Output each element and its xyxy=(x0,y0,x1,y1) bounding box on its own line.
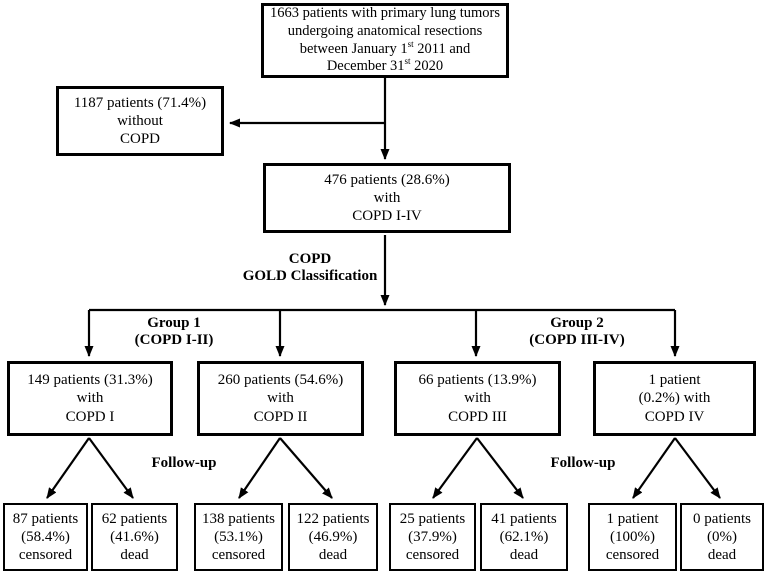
node-copd-i-censored-text: 87 patients (58.4%) censored xyxy=(12,510,79,564)
node-without-copd: 1187 patients (71.4%) without COPD xyxy=(56,86,224,156)
arrow-copd3-censored xyxy=(432,437,478,499)
arrow-copd1-dead xyxy=(88,437,134,499)
superscript-st: st xyxy=(407,38,414,49)
node-copd-iii-dead-text: 41 patients (62.1%) dead xyxy=(491,510,557,564)
node-copd-i: 149 patients (31.3%) with COPD I xyxy=(7,361,173,436)
node-copd-iv-censored: 1 patient (100%) censored xyxy=(588,503,677,571)
node-copd-i-iv-text: 476 patients (28.6%) with COPD I-IV xyxy=(324,171,450,225)
superscript-st: st xyxy=(404,56,411,67)
node-copd-iv-text: 1 patient (0.2%) with COPD IV xyxy=(638,372,711,425)
arrow-copd4-dead xyxy=(674,437,721,499)
arrow-copd2-dead xyxy=(279,437,333,499)
node-copd-ii-dead-text: 122 patients (46.9%) dead xyxy=(296,510,370,564)
total-line1: 1663 patients with primary lung tumors xyxy=(270,4,500,21)
node-copd-iv-dead-text: 0 patients (0%) dead xyxy=(693,510,751,564)
node-copd-i-text: 149 patients (31.3%) with COPD I xyxy=(27,372,153,425)
node-copd-ii-censored-text: 138 patients (53.1%) censored xyxy=(202,510,275,564)
node-copd-iii-dead: 41 patients (62.1%) dead xyxy=(480,503,568,571)
node-copd-iii-text: 66 patients (13.9%) with COPD III xyxy=(418,372,537,425)
node-total-text: 1663 patients with primary lung tumors u… xyxy=(270,4,500,75)
arrow-copd2-censored xyxy=(238,437,281,499)
label-gold-classification: COPD GOLD Classification xyxy=(242,251,378,285)
total-line4: December 31 xyxy=(326,58,405,75)
node-copd-iv-censored-text: 1 patient (100%) censored xyxy=(605,510,660,564)
node-copd-i-censored: 87 patients (58.4%) censored xyxy=(3,503,88,571)
label-group2: Group 2 (COPD III-IV) xyxy=(529,315,625,349)
node-copd-ii: 260 patients (54.6%) with COPD II xyxy=(197,361,364,436)
node-copd-iii: 66 patients (13.9%) with COPD III xyxy=(394,361,561,436)
total-line2: undergoing anatomical resections xyxy=(287,22,483,39)
total-line3: between January 1 xyxy=(299,40,408,57)
node-copd-iii-censored: 25 patients (37.9%) censored xyxy=(389,503,476,571)
node-copd-iv-dead: 0 patients (0%) dead xyxy=(680,503,764,571)
node-copd-iii-censored-text: 25 patients (37.9%) censored xyxy=(399,510,466,564)
arrow-copd1-censored xyxy=(46,437,90,499)
label-group1: Group 1 (COPD I-II) xyxy=(134,315,214,349)
node-copd-ii-dead: 122 patients (46.9%) dead xyxy=(288,503,378,571)
node-copd-i-dead-text: 62 patients (41.6%) dead xyxy=(101,510,168,564)
node-copd-ii-censored: 138 patients (53.1%) censored xyxy=(194,503,283,571)
node-copd-i-dead: 62 patients (41.6%) dead xyxy=(91,503,178,571)
label-followup-right: Follow-up xyxy=(550,455,616,471)
node-total-patients: 1663 patients with primary lung tumors u… xyxy=(261,3,509,78)
node-copd-i-iv: 476 patients (28.6%) with COPD I-IV xyxy=(263,163,511,233)
arrow-copd4-censored xyxy=(632,437,676,499)
node-copd-iv: 1 patient (0.2%) with COPD IV xyxy=(593,361,756,436)
arrow-copd3-dead xyxy=(476,437,524,499)
node-without-copd-text: 1187 patients (71.4%) without COPD xyxy=(73,94,207,148)
label-followup-left: Follow-up xyxy=(151,455,217,471)
node-copd-ii-text: 260 patients (54.6%) with COPD II xyxy=(217,372,344,425)
